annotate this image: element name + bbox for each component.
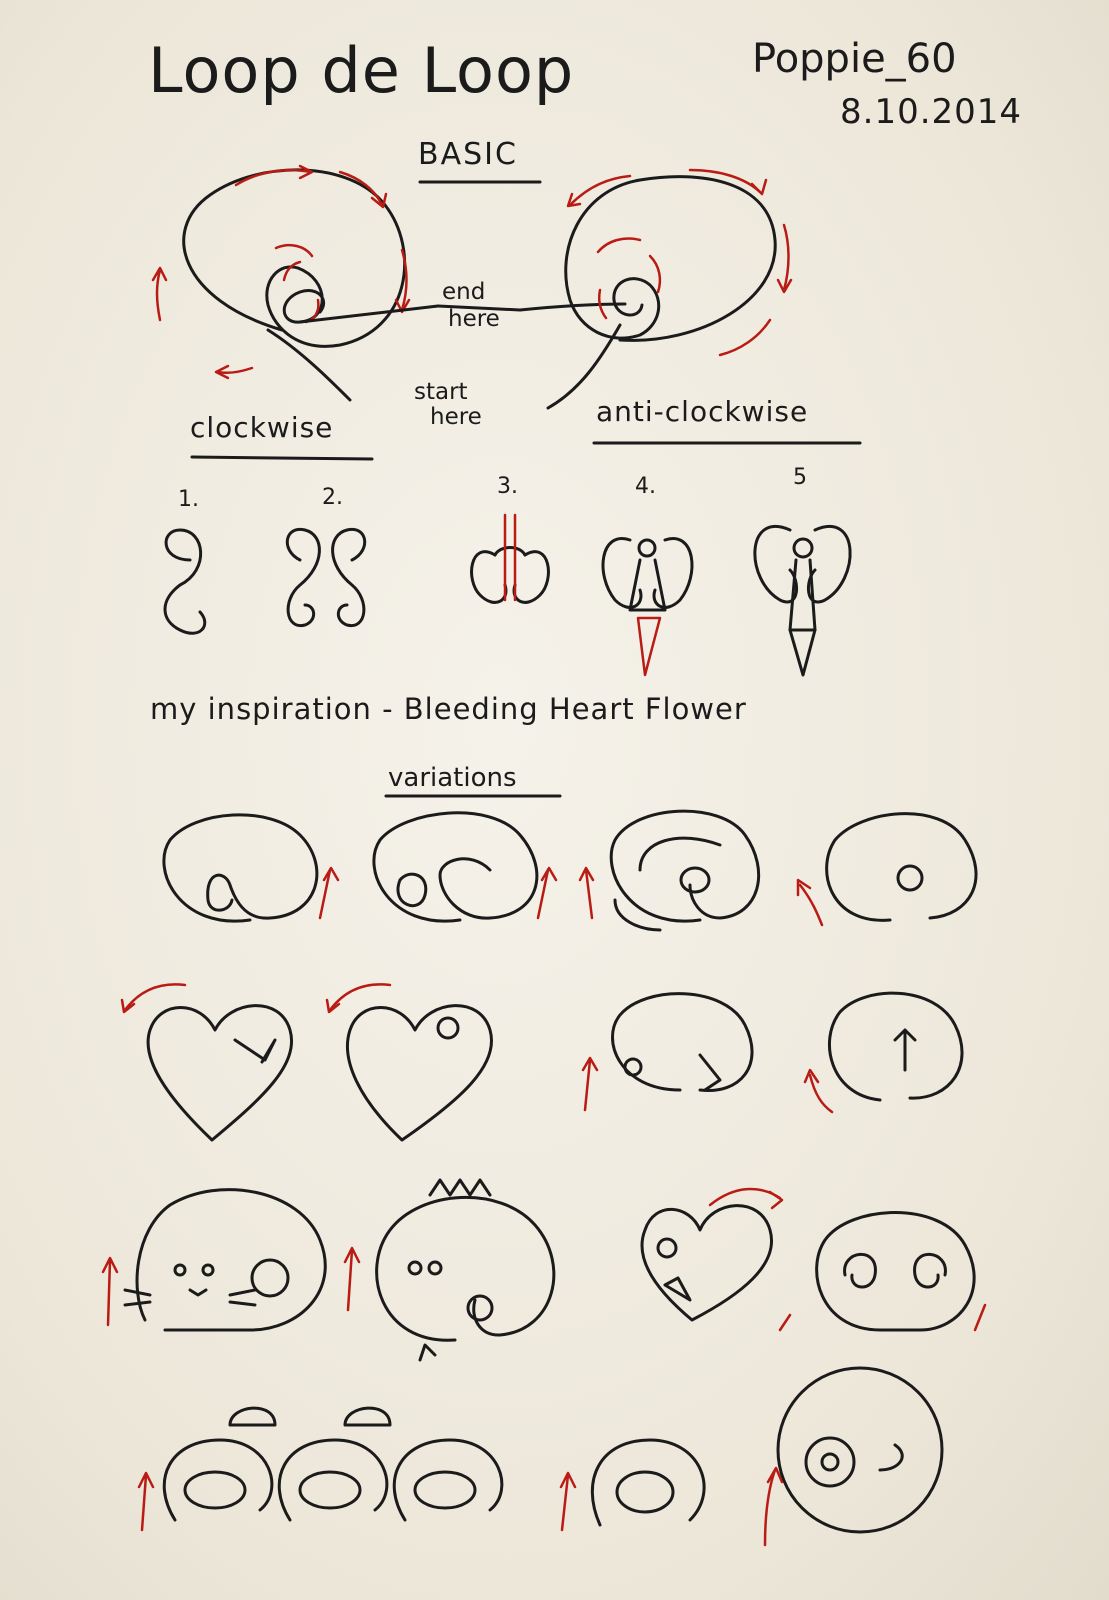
anticlockwise-label: anti-clockwise [596, 395, 809, 428]
underlines [190, 180, 862, 798]
clockwise-label: clockwise [190, 411, 334, 444]
variation-row-2 [146, 991, 964, 1142]
end-label-line1: end [442, 279, 486, 305]
author-name: Poppie_60 [752, 36, 957, 82]
inspiration-caption: my inspiration - Bleeding Heart Flower [150, 692, 747, 726]
variation-row-2-arrows [120, 983, 834, 1114]
variation-row-1 [162, 809, 978, 932]
variations-heading: variations [388, 763, 517, 793]
variation-row-1-arrows [318, 866, 824, 927]
basic-clockwise-loop [182, 168, 406, 402]
step-number-5: 5 [793, 465, 807, 490]
variation-row-3-arrows [101, 1187, 987, 1332]
date-label: 8.10.2014 [840, 92, 1023, 132]
end-label-line2: here [448, 306, 500, 332]
step-drawings [163, 525, 852, 677]
step-red-accents [503, 513, 662, 677]
basic-heading: BASIC [418, 137, 518, 172]
step-number-4: 4. [635, 474, 656, 499]
start-label-line1: start [414, 379, 468, 405]
basic-clockwise-arrows [151, 164, 411, 380]
step-number-1: 1. [178, 487, 199, 512]
pointer-lines [298, 304, 522, 324]
variation-row-4-arrows [137, 1466, 784, 1547]
basic-anticlockwise-arrows [566, 168, 793, 357]
start-label-line2: here [430, 404, 482, 430]
variation-row-4 [162, 1366, 944, 1534]
variation-row-3 [123, 1178, 976, 1362]
step-number-2: 2. [322, 485, 343, 510]
page-title: Loop de Loop [148, 34, 575, 107]
basic-anticlockwise-loop [518, 175, 777, 410]
step-number-3: 3. [497, 474, 518, 499]
